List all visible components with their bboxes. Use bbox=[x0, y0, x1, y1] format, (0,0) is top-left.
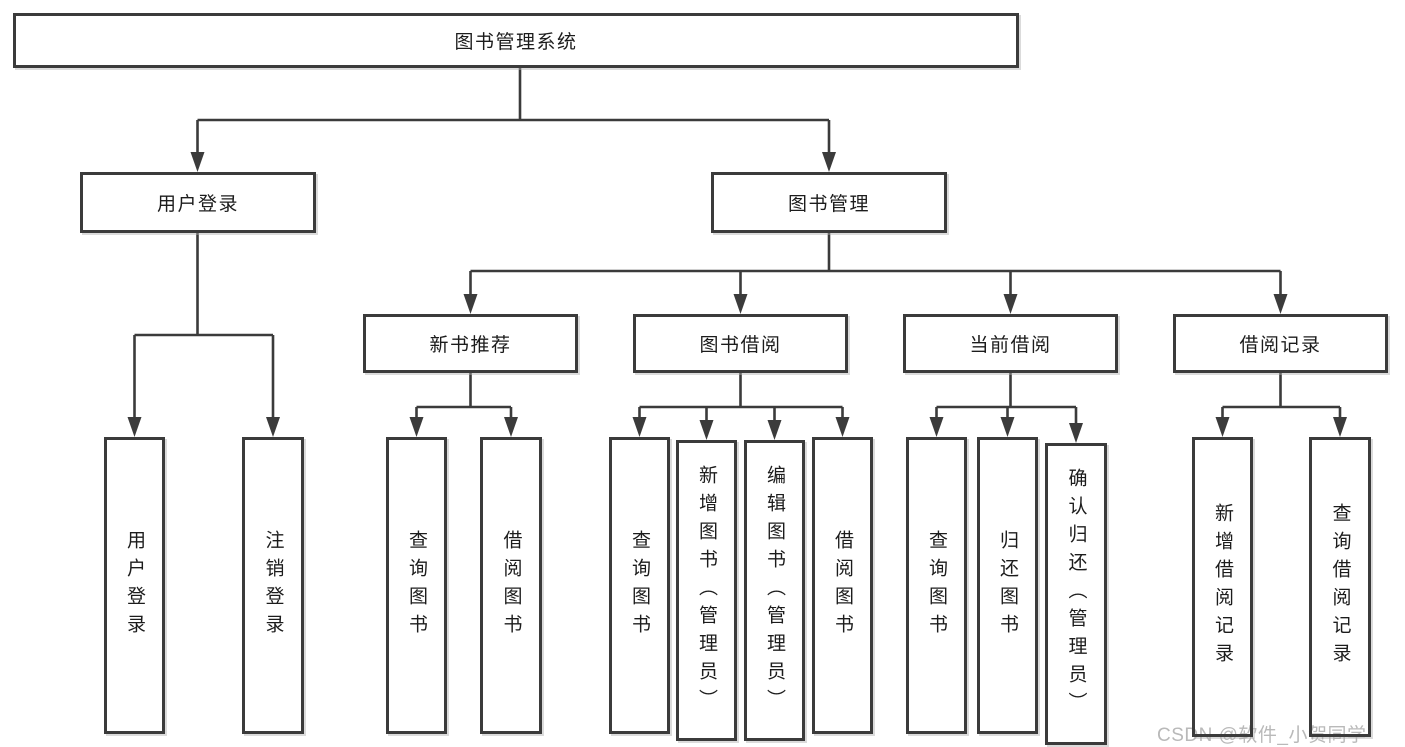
node-label: 图书管理系统 bbox=[454, 32, 578, 53]
node-label: 借阅图书 bbox=[832, 529, 853, 642]
leaf-user-login: 用户登录 bbox=[104, 437, 165, 734]
node-library-management-system: 图书管理系统 bbox=[13, 13, 1019, 68]
node-label: 新书推荐 bbox=[429, 335, 512, 356]
node-label: 当前借阅 bbox=[969, 335, 1052, 356]
node-current-borrow: 当前借阅 bbox=[903, 314, 1118, 373]
leaf-recommend-query-books: 查询图书 bbox=[386, 437, 447, 734]
node-label: 图书借阅 bbox=[699, 335, 782, 356]
leaf-recommend-borrow-books: 借阅图书 bbox=[480, 437, 542, 734]
leaf-current-query-books: 查询图书 bbox=[906, 437, 967, 734]
node-label: 图书管理 bbox=[787, 194, 870, 215]
node-label: 借阅图书 bbox=[500, 529, 522, 642]
leaf-add-borrow-record: 新增借阅记录 bbox=[1192, 437, 1253, 737]
node-label: 新增图书（管理员） bbox=[696, 464, 717, 717]
node-book-borrow: 图书借阅 bbox=[633, 314, 848, 373]
leaf-confirm-return-admin: 确认归还（管理员） bbox=[1045, 443, 1107, 745]
node-label: 查询图书 bbox=[406, 529, 427, 642]
node-label: 查询借阅记录 bbox=[1329, 503, 1351, 671]
leaf-borrow-query-books: 查询图书 bbox=[609, 437, 670, 734]
node-label: 查询图书 bbox=[629, 529, 650, 642]
node-book-management: 图书管理 bbox=[711, 172, 947, 233]
node-label: 查询图书 bbox=[926, 529, 947, 642]
leaf-logout: 注销登录 bbox=[242, 437, 304, 734]
node-label: 新增借阅记录 bbox=[1212, 503, 1233, 671]
node-label: 确认归还（管理员） bbox=[1065, 468, 1087, 720]
node-label: 用户登录 bbox=[124, 529, 145, 642]
node-label: 借阅记录 bbox=[1239, 335, 1322, 356]
node-new-book-recommend: 新书推荐 bbox=[363, 314, 578, 373]
node-label: 用户登录 bbox=[156, 194, 239, 215]
leaf-edit-books-admin: 编辑图书（管理员） bbox=[744, 440, 805, 741]
node-label: 归还图书 bbox=[997, 529, 1018, 642]
leaf-add-books-admin: 新增图书（管理员） bbox=[676, 440, 737, 741]
leaf-return-books: 归还图书 bbox=[977, 437, 1038, 734]
node-borrow-records: 借阅记录 bbox=[1173, 314, 1388, 373]
node-label: 注销登录 bbox=[262, 529, 284, 642]
leaf-query-borrow-record: 查询借阅记录 bbox=[1309, 437, 1371, 737]
node-label: 编辑图书（管理员） bbox=[764, 464, 785, 717]
leaf-borrow-borrow-books: 借阅图书 bbox=[812, 437, 873, 734]
node-user-login: 用户登录 bbox=[80, 172, 316, 233]
